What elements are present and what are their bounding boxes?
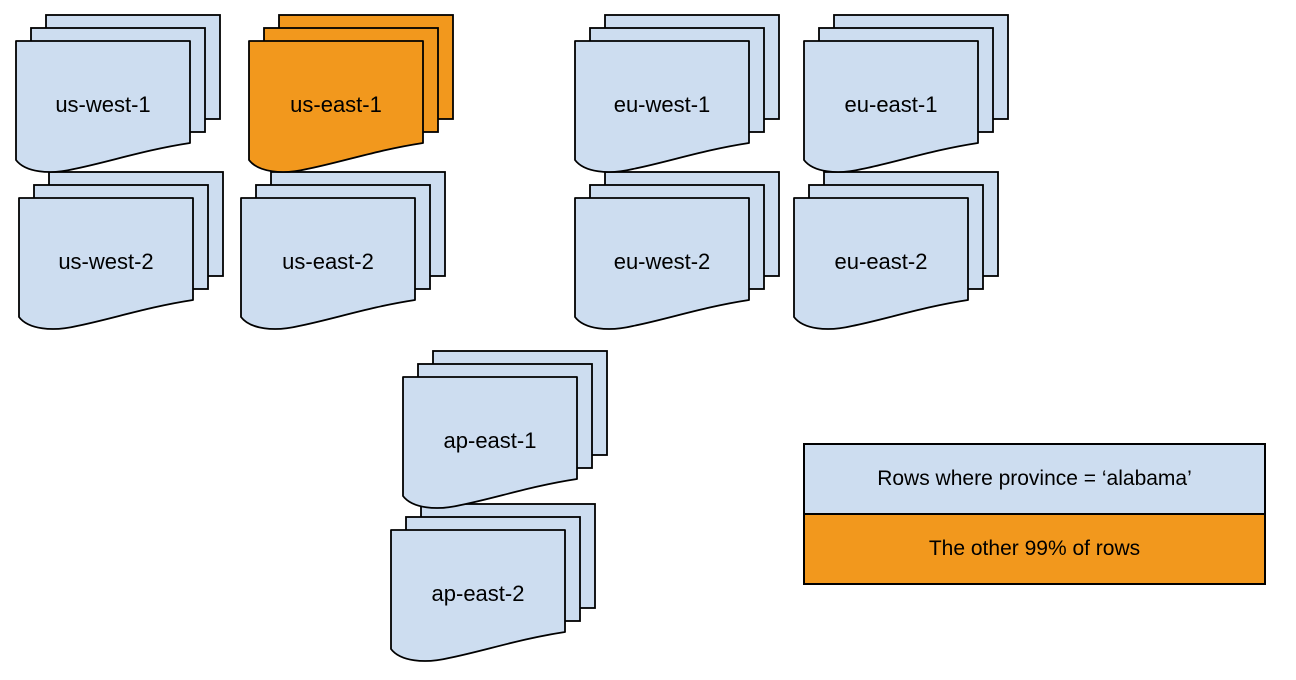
document-stack-icon: eu-east-2 <box>793 171 999 330</box>
region-stack-us-east-1: us-east-1 <box>248 14 454 174</box>
region-stack-eu-west-1: eu-west-1 <box>574 14 780 174</box>
document-front-page <box>248 40 424 173</box>
document-front-page <box>793 197 969 330</box>
region-label: ap-east-2 <box>432 581 525 606</box>
document-front-page <box>390 529 566 662</box>
region-label: us-west-1 <box>55 92 150 117</box>
region-stack-us-west-2: us-west-2 <box>18 171 224 331</box>
region-label: ap-east-1 <box>444 428 537 453</box>
region-stack-ap-east-2: ap-east-2 <box>390 503 596 663</box>
document-stack-icon: us-east-2 <box>240 171 446 330</box>
region-label: us-east-2 <box>282 249 374 274</box>
region-label: us-west-2 <box>58 249 153 274</box>
document-stack-icon: eu-west-1 <box>574 14 780 173</box>
region-stack-eu-east-2: eu-east-2 <box>793 171 999 331</box>
document-front-page <box>574 197 750 330</box>
region-label: eu-west-1 <box>614 92 711 117</box>
document-stack-icon: us-east-1 <box>248 14 454 173</box>
legend: Rows where province = ‘alabama’ The othe… <box>803 443 1266 585</box>
legend-row-other-rows: The other 99% of rows <box>805 515 1264 583</box>
legend-row-label: The other 99% of rows <box>928 537 1141 560</box>
region-label: us-east-1 <box>290 92 382 117</box>
document-front-page <box>18 197 194 330</box>
document-front-page <box>15 40 191 173</box>
document-stack-icon: us-west-1 <box>15 14 221 173</box>
document-stack-icon: ap-east-2 <box>390 503 596 662</box>
region-stack-ap-east-1: ap-east-1 <box>402 350 608 510</box>
region-label: eu-east-1 <box>845 92 938 117</box>
region-stack-us-west-1: us-west-1 <box>15 14 221 174</box>
document-stack-icon: eu-west-2 <box>574 171 780 330</box>
region-stack-us-east-2: us-east-2 <box>240 171 446 331</box>
document-stack-icon: us-west-2 <box>18 171 224 330</box>
legend-row-province-alabama: Rows where province = ‘alabama’ <box>805 445 1264 515</box>
document-stack-icon: eu-east-1 <box>803 14 1009 173</box>
document-front-page <box>240 197 416 330</box>
document-front-page <box>803 40 979 173</box>
region-stack-eu-west-2: eu-west-2 <box>574 171 780 331</box>
legend-row-label: Rows where province = ‘alabama’ <box>877 467 1192 490</box>
document-front-page <box>574 40 750 173</box>
document-stack-icon: ap-east-1 <box>402 350 608 509</box>
document-front-page <box>402 376 578 509</box>
region-stack-eu-east-1: eu-east-1 <box>803 14 1009 174</box>
region-label: eu-east-2 <box>835 249 928 274</box>
region-label: eu-west-2 <box>614 249 711 274</box>
